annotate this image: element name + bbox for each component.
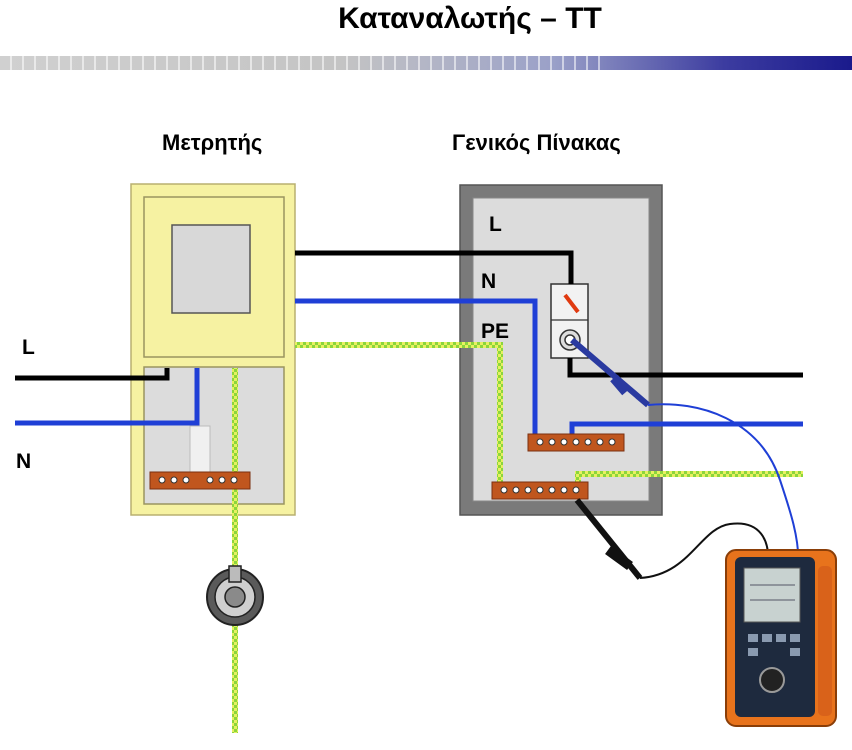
page-title: Καταναλωτής – ΤΤ [338,2,602,35]
earth-electrode-icon [206,565,264,626]
neutral-busbar [527,433,625,452]
panel-L-label: L [489,213,502,236]
left-L-label: L [22,336,35,359]
meter-busbar [149,471,251,490]
header-band-ticks [0,56,600,70]
insulation-tester-icon [725,549,837,727]
meter-heading: Μετρητής [162,130,263,155]
line-conductor [15,250,803,381]
meter-enclosure [130,183,296,516]
panel-PE-label: PE [481,320,510,343]
test-probe-blue [570,337,800,566]
panel-heading: Γενικός Πίνακας [452,130,621,155]
panel-N-label: N [481,270,497,293]
earth-busbar [491,481,589,500]
left-N-label: N [16,450,32,473]
test-probe-black [574,498,770,580]
